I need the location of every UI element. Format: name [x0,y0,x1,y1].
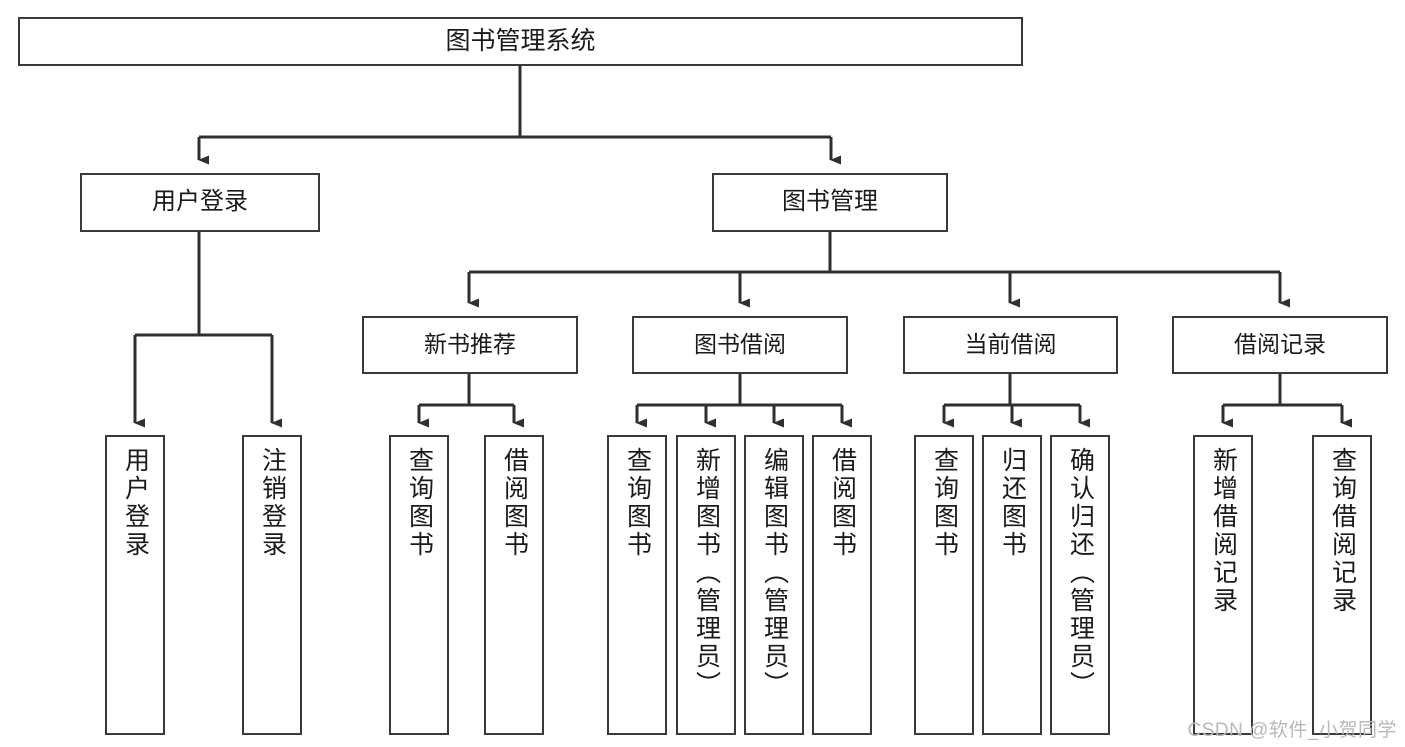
leaf-user-login[interactable]: 用户登录 [105,435,165,735]
watermark-text: CSDN @软件_小贺同学 [1187,720,1397,741]
node-label: 查询借阅记录 [1328,447,1357,615]
node-label: 借阅图书 [500,447,529,559]
leaf-confirm-return-admin[interactable]: 确认归还（管理员） [1050,435,1110,735]
leaf-borrow-book[interactable]: 借阅图书 [812,435,872,735]
node-label: 图书管理 [782,188,878,216]
node-book-management[interactable]: 图书管理 [712,173,948,232]
node-label: 借阅记录 [1234,331,1326,358]
node-label: 查询图书 [930,447,959,559]
leaf-edit-book-admin[interactable]: 编辑图书（管理员） [744,435,804,735]
node-label: 查询图书 [623,447,652,559]
node-borrow-record[interactable]: 借阅记录 [1172,316,1388,374]
node-label: 用户登录 [121,447,150,559]
leaf-add-book-admin[interactable]: 新增图书（管理员） [676,435,736,735]
leaf-query-borrow-record[interactable]: 查询借阅记录 [1312,435,1372,735]
leaf-borrow-book-recommend[interactable]: 借阅图书 [484,435,544,735]
node-label: 归还图书 [998,447,1027,559]
leaf-query-book-current[interactable]: 查询图书 [914,435,974,735]
leaf-return-book[interactable]: 归还图书 [982,435,1042,735]
leaf-add-borrow-record[interactable]: 新增借阅记录 [1193,435,1253,735]
node-label: 新增图书（管理员） [692,447,721,699]
node-user-login[interactable]: 用户登录 [80,173,320,232]
node-label: 当前借阅 [964,331,1057,358]
node-label: 查询图书 [405,447,434,559]
node-label: 确认归还（管理员） [1066,447,1095,699]
node-label: 注销登录 [258,447,287,559]
leaf-logout[interactable]: 注销登录 [242,435,302,735]
node-label: 新书推荐 [424,331,516,358]
leaf-query-book-recommend[interactable]: 查询图书 [389,435,449,735]
node-current-borrow[interactable]: 当前借阅 [903,316,1118,374]
node-new-book-recommend[interactable]: 新书推荐 [362,316,578,374]
node-book-borrow[interactable]: 图书借阅 [632,316,848,374]
node-label: 借阅图书 [828,447,857,559]
node-label: 图书借阅 [694,331,786,358]
node-label: 新增借阅记录 [1209,447,1238,615]
leaf-query-book-borrow[interactable]: 查询图书 [607,435,667,735]
node-label: 编辑图书（管理员） [760,447,789,699]
node-label: 用户登录 [152,188,248,216]
node-root-system[interactable]: 图书管理系统 [18,17,1023,66]
node-label: 图书管理系统 [445,26,596,55]
